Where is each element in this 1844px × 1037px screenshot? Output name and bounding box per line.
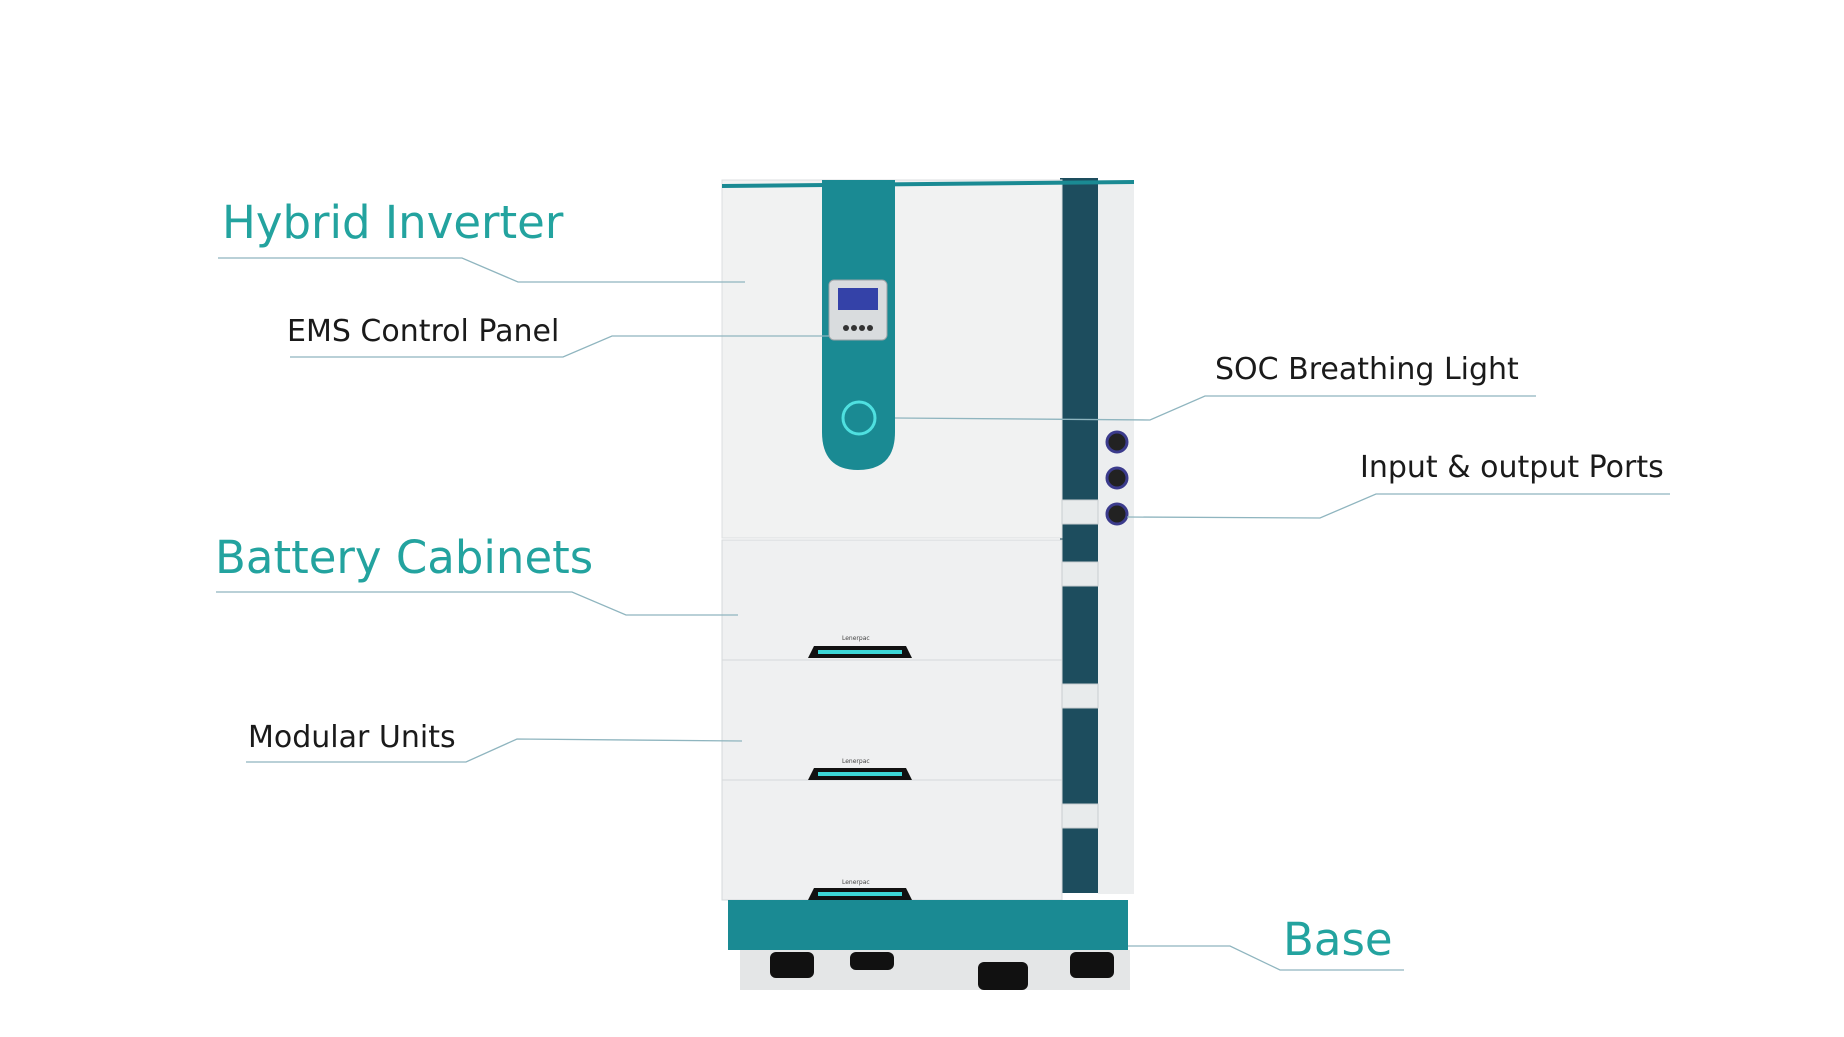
side-strip: [1060, 178, 1098, 893]
leader-line-ems-control-panel: [290, 335, 829, 358]
side-panel: [1098, 182, 1134, 894]
leader-line-base: [1128, 945, 1404, 971]
battery-cabinet: [721, 659, 1063, 781]
io-port: [1105, 466, 1129, 490]
base: [728, 900, 1128, 950]
label-modular-units: Modular Units: [248, 720, 456, 755]
label-io-ports: Input & output Ports: [1360, 450, 1664, 485]
soc-light-ring: [841, 400, 877, 436]
side-latch: [1061, 803, 1099, 829]
leader-line-hybrid-inverter: [218, 257, 745, 283]
light-strip: [818, 772, 902, 776]
light-strip: [818, 650, 902, 654]
leader-line-soc-breathing-light: [894, 395, 1536, 421]
label-ems-control-panel: EMS Control Panel: [287, 314, 560, 349]
wheel: [1070, 952, 1114, 978]
battery-cabinet: [721, 779, 1063, 901]
leader-line-battery-cabinets: [216, 591, 738, 616]
label-hybrid-inverter: Hybrid Inverter: [222, 196, 564, 249]
ems-button: [859, 325, 865, 331]
light-strip: [818, 892, 902, 896]
brand-mark: Lenerpac: [842, 879, 870, 886]
leader-line-io-ports: [1126, 493, 1670, 519]
label-base: Base: [1283, 913, 1393, 966]
side-latch: [1061, 499, 1099, 525]
label-battery-cabinets: Battery Cabinets: [215, 531, 594, 584]
label-soc-breathing-light: SOC Breathing Light: [1215, 352, 1519, 387]
brand-mark: Lenerpac: [842, 758, 870, 765]
ems-button: [867, 325, 873, 331]
io-port: [1105, 430, 1129, 454]
side-latch: [1061, 561, 1099, 587]
brand-mark: Lenerpac: [842, 635, 870, 642]
wheel: [770, 952, 814, 978]
ems-button: [851, 325, 857, 331]
side-latch: [1061, 683, 1099, 709]
wheel: [978, 962, 1028, 990]
battery-cabinet: [721, 539, 1063, 661]
ems-button: [843, 325, 849, 331]
io-port: [1105, 502, 1129, 526]
leader-line-modular-units: [246, 738, 743, 763]
wheel: [850, 952, 894, 970]
ems-screen: [838, 288, 878, 310]
